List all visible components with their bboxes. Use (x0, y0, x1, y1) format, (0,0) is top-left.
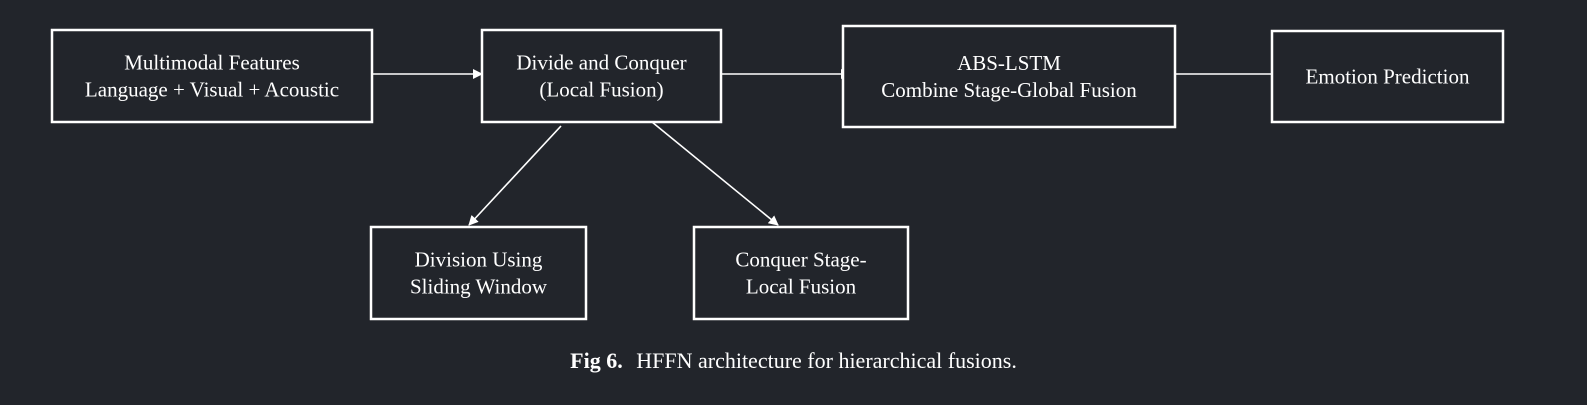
arrow-divide-to-conquer (651, 121, 779, 226)
node-conquer-box (692, 225, 910, 321)
node-divide-box (480, 28, 723, 124)
node-division-label-0: Division Using (415, 248, 543, 272)
node-divide-label-1: (Local Fusion) (539, 78, 663, 102)
node-emotion-label-0: Emotion Prediction (1306, 65, 1470, 89)
edges (372, 69, 1283, 226)
node-division-box (369, 225, 588, 321)
node-conquer-label-1: Local Fusion (746, 275, 857, 299)
node-abs: ABS-LSTM Combine Stage-Global Fusion (841, 24, 1177, 129)
caption-label: Fig 6. (570, 348, 623, 373)
node-divide-label-0: Divide and Conquer (516, 51, 686, 75)
node-emotion-box (1270, 29, 1505, 124)
node-multimodal-box (50, 28, 374, 124)
arrow-divide-to-division (468, 125, 562, 226)
node-multimodal-label-1: Language + Visual + Acoustic (85, 78, 339, 102)
figure-caption: Fig 6. HFFN architecture for hierarchica… (0, 348, 1587, 374)
node-divide: Divide and Conquer (Local Fusion) (480, 28, 723, 124)
node-abs-label-1: Combine Stage-Global Fusion (881, 78, 1137, 102)
node-emotion: Emotion Prediction (1270, 29, 1505, 124)
node-conquer-label-0: Conquer Stage- (735, 248, 866, 272)
node-division-label-1: Sliding Window (410, 275, 548, 299)
node-abs-label-0: ABS-LSTM (957, 51, 1061, 75)
node-conquer: Conquer Stage- Local Fusion (692, 225, 910, 321)
node-multimodal-label-0: Multimodal Features (124, 51, 300, 75)
node-abs-box (841, 24, 1177, 129)
caption-text: HFFN architecture for hierarchical fusio… (636, 348, 1017, 373)
